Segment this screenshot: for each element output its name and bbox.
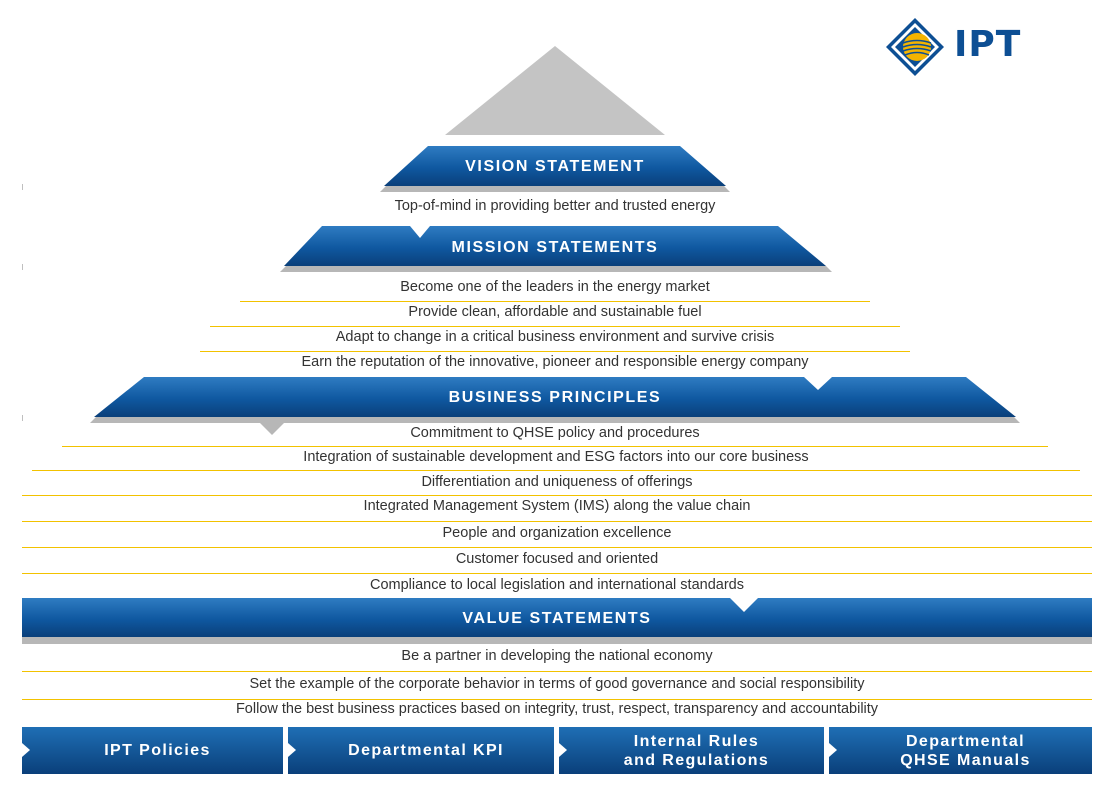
principle-item: Compliance to local legislation and inte… <box>369 577 744 593</box>
mission-item: Become one of the leaders in the energy … <box>240 279 870 302</box>
margin-tick <box>22 415 23 421</box>
vision-title: VISION STATEMENT <box>465 158 645 175</box>
mission-item: Earn the reputation of the innovative, p… <box>301 354 809 370</box>
principle-item: Differentiation and uniqueness of offeri… <box>22 474 1092 496</box>
principle-item: Commitment to QHSE policy and procedures <box>62 425 1048 447</box>
mission-band: MISSION STATEMENTS <box>276 226 834 272</box>
vision-item: Top-of-mind in providing better and trus… <box>394 198 716 214</box>
value-item: Be a partner in developing the national … <box>22 648 1092 672</box>
foundation-departmental-kpi: Departmental KPI <box>288 727 554 774</box>
principle-item: Integrated Management System (IMS) along… <box>22 498 1092 522</box>
foundation-qhse-manuals: Departmental QHSE Manuals <box>829 727 1092 774</box>
ipt-sun-icon <box>886 18 944 76</box>
vision-band: VISION STATEMENT <box>374 146 736 192</box>
principles-band: BUSINESS PRINCIPLES <box>88 377 1022 435</box>
foundation-ipt-policies: IPT Policies <box>22 727 283 774</box>
logo-text: IPT <box>954 24 1022 65</box>
mission-item: Adapt to change in a critical business e… <box>200 329 910 352</box>
principles-title: BUSINESS PRINCIPLES <box>448 389 662 406</box>
principle-item: Customer focused and oriented <box>22 551 1092 574</box>
foundation-label: Internal Rules and Regulations <box>623 732 770 769</box>
principle-item: Integration of sustainable development a… <box>32 449 1080 471</box>
ipt-logo: IPT <box>884 16 1034 78</box>
value-item: Set the example of the corporate behavio… <box>22 676 1092 700</box>
margin-tick <box>22 264 23 270</box>
mission-item: Provide clean, affordable and sustainabl… <box>210 304 900 327</box>
foundation-label: IPT Policies <box>104 742 211 759</box>
foundation-label: Departmental QHSE Manuals <box>900 732 1031 769</box>
foundation-label: Departmental KPI <box>348 742 504 759</box>
values-band: VALUE STATEMENTS <box>22 598 1092 644</box>
values-title: VALUE STATEMENTS <box>462 610 652 627</box>
mission-title: MISSION STATEMENTS <box>451 239 659 256</box>
principle-item: People and organization excellence <box>22 525 1092 548</box>
pyramid-apex <box>445 46 665 135</box>
foundation-internal-rules: Internal Rules and Regulations <box>559 727 824 774</box>
value-item: Follow the best business practices based… <box>235 701 879 717</box>
margin-tick <box>22 184 23 190</box>
